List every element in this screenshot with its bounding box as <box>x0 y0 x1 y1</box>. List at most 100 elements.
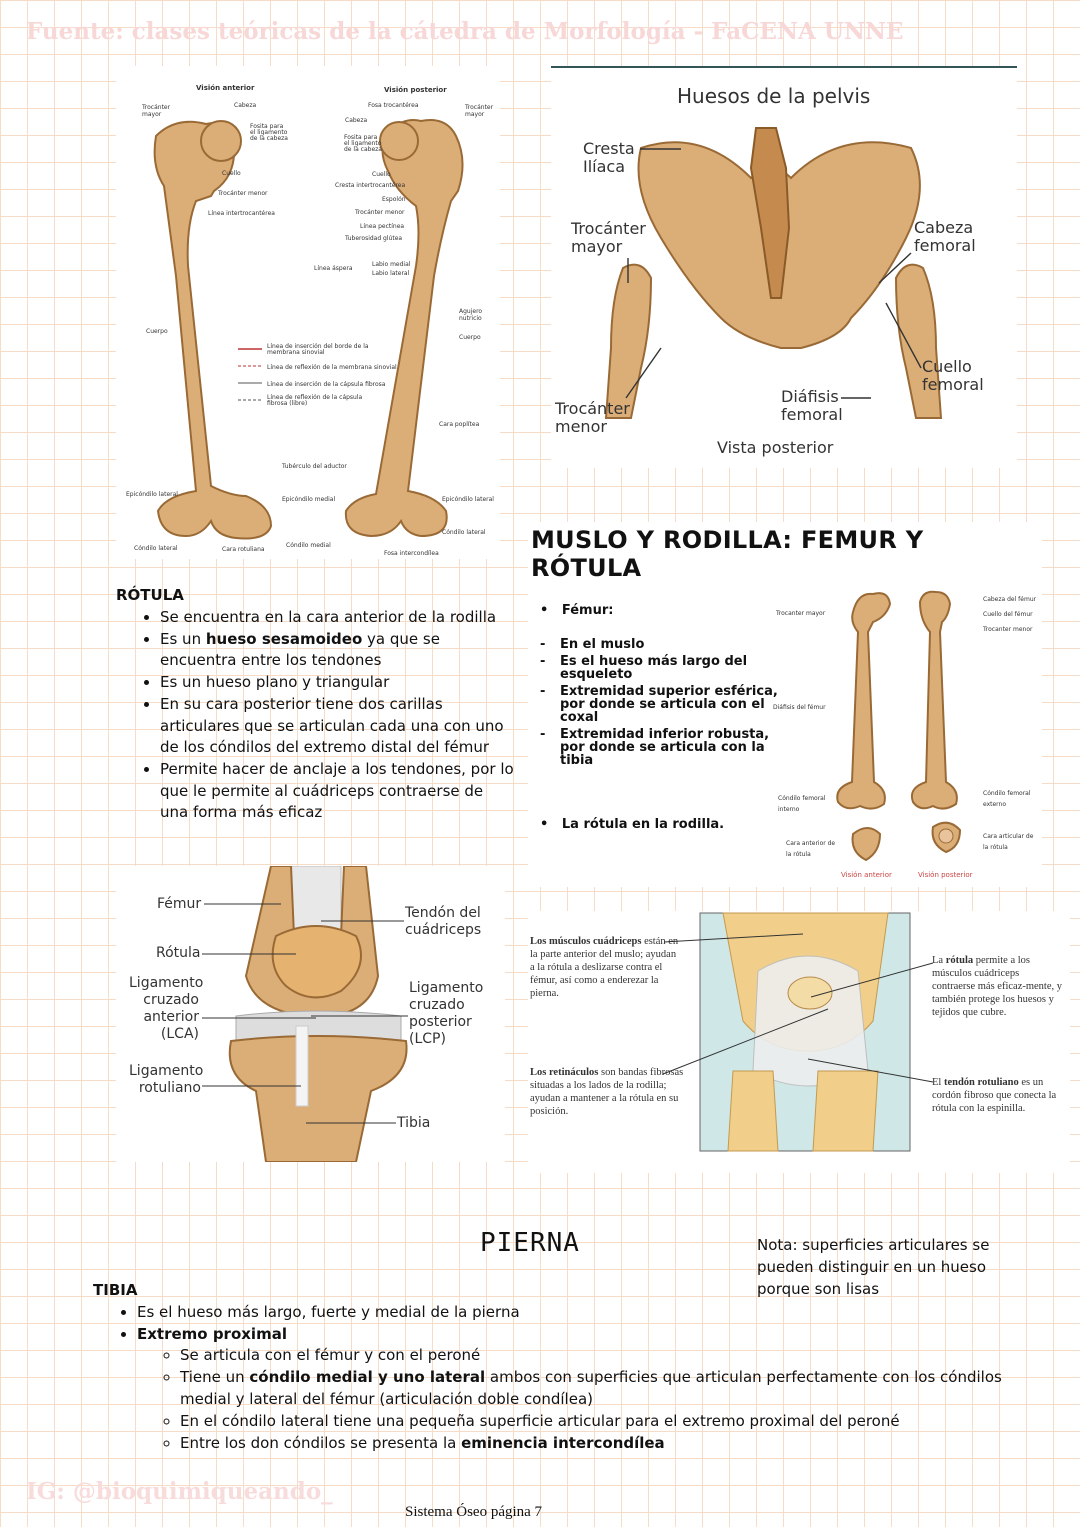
knee-label: Ligamento rotuliano <box>129 1063 204 1096</box>
femur-label: Cuerpo <box>146 328 168 335</box>
list-item: Es un hueso sesamoideo ya que se encuent… <box>160 629 516 672</box>
instagram-handle: IG: @bioquimiqueando_ <box>26 1478 333 1505</box>
femur-slide-label: Cara articular de la rótula <box>983 833 1034 851</box>
femur-label: Trocánter mayor <box>465 104 494 118</box>
femur-slide-caption: Visión posterior <box>918 871 973 879</box>
pelvis-figure: Huesos de la pelvis Cresta Ilíaca Trocán… <box>551 66 1017 468</box>
femur-label: Fosa intercondílea <box>384 550 439 557</box>
pelvis-title: Huesos de la pelvis <box>677 84 871 108</box>
knee-label: Tibia <box>397 1115 431 1131</box>
femur-label: Cabeza <box>234 102 257 109</box>
femur-label: Cara rotuliana <box>222 546 265 553</box>
quad-note: Los músculos cuádriceps están en la part… <box>530 936 679 999</box>
tibia-list: Es el hueso más largo, fuerte y medial d… <box>93 1302 1023 1455</box>
femur-bullet: • Fémur: <box>540 603 614 618</box>
femur-slide: MUSLO Y RODILLA: FEMUR Y RÓTULA • Fémur:… <box>528 522 1042 887</box>
tibia-sublist: Se articula con el fémur y con el peroné… <box>137 1345 1023 1454</box>
tibia-section: TIBIA Es el hueso más largo, fuerte y me… <box>93 1280 1023 1454</box>
legend-item: Línea de inserción de la cápsula fibrosa <box>267 381 386 388</box>
femur-label: Cara poplítea <box>439 421 480 428</box>
pelvis-label: Trocánter mayor <box>571 219 646 256</box>
quad-note: El tendón rotuliano es un cordón fibroso… <box>932 1077 1057 1114</box>
view-anterior-label: Visión anterior <box>196 84 255 92</box>
rotula-list: Se encuentra en la cara anterior de la r… <box>116 607 516 824</box>
femur-label: Cuerpo <box>459 334 481 341</box>
thigh-heading: MUSLO Y RODILLA: FEMUR Y RÓTULA <box>531 526 924 582</box>
femur-slide-label: Trocanter menor <box>983 626 1033 633</box>
femur-label: Cuello <box>222 170 241 177</box>
quad-note: Los retináculos son bandas fibrosas situ… <box>530 1067 684 1117</box>
knee-label: Ligamento cruzado posterior (LCP) <box>409 980 484 1047</box>
list-item: En su cara posterior tiene dos carillas … <box>160 694 516 759</box>
femur-slide-label: Cóndilo femoral interno <box>778 795 826 813</box>
pierna-title: PIERNA <box>480 1228 580 1258</box>
femur-slide-label: Diáfisis del fémur <box>773 704 826 711</box>
nota-text: Nota: superficies articulares se pueden … <box>757 1236 990 1298</box>
knee-label: Rótula <box>156 945 201 961</box>
view-posterior-label: Visión posterior <box>384 86 447 94</box>
femur-label: Trocánter menor <box>355 209 405 216</box>
list-item: Es un hueso plano y triangular <box>160 672 516 694</box>
page-footer: Sistema Óseo página 7 <box>405 1504 543 1520</box>
list-item: Es el hueso más largo, fuerte y medial d… <box>137 1302 1023 1324</box>
femur-label: Fosita para el ligamento de la cabeza <box>344 134 382 153</box>
knee-figure: Fémur Rótula Ligamento cruzado anterior … <box>116 866 505 1162</box>
femur-slide-label: Cuello del fémur <box>983 611 1033 618</box>
quadriceps-illustration <box>662 912 934 1152</box>
pelvis-label: Cuello femoral <box>922 357 984 394</box>
femur-label: Agujero nutricio <box>459 308 483 322</box>
femur-figure: Visión anterior Visión posterior Trocánt… <box>116 66 500 559</box>
tibia-title: TIBIA <box>93 1281 138 1299</box>
list-item: Extremo proximal Se articula con el fému… <box>137 1324 1023 1455</box>
femur-label: Cóndilo lateral <box>134 545 178 552</box>
pelvis-label: Trocánter menor <box>555 399 630 436</box>
femur-label: Epicóndilo lateral <box>442 496 494 503</box>
femur-label: Tuberosidad glútea <box>345 235 403 242</box>
femur-slide-label: Cara anterior de la rótula <box>786 840 836 858</box>
femur-label: Fosita para el ligamento de la cabeza <box>250 123 288 142</box>
list-item: En el cóndilo lateral tiene una pequeña … <box>180 1411 1023 1433</box>
list-item: Entre los don cóndilos se presenta la em… <box>180 1433 1023 1455</box>
femur-label: Línea áspera <box>314 265 353 272</box>
list-item: Tiene un cóndilo medial y uno lateral am… <box>180 1367 1023 1411</box>
femur-label: Epicóndilo medial <box>282 496 336 503</box>
femur-slide-label: Trocanter mayor <box>776 610 826 617</box>
femur-label: Fosa trocantérea <box>368 102 419 109</box>
femur-label: Espolón <box>382 196 406 203</box>
femur-label: Trocánter mayor <box>142 104 171 118</box>
femur-slide-label: Cóndilo femoral externo <box>983 790 1031 808</box>
list-item: Se encuentra en la cara anterior de la r… <box>160 607 516 629</box>
femur-dash-list: -En el muslo -Es el hueso más largo del … <box>540 637 778 768</box>
list-item: Se articula con el fémur y con el peroné <box>180 1345 1023 1367</box>
legend-item: Línea de reflexión de la membrana sinovi… <box>267 364 397 371</box>
femur-label: Cóndilo medial <box>286 542 331 549</box>
knee-illustration <box>202 866 408 1162</box>
femur-label: Labio medial <box>372 261 411 268</box>
femur-slide-label: Cabeza del fémur <box>983 596 1037 603</box>
knee-label: Fémur <box>157 896 202 912</box>
pelvis-illustration <box>604 127 943 419</box>
femur-label: Línea intertrocantérea <box>208 210 275 217</box>
femur-label: Tubérculo del aductor <box>282 463 347 470</box>
femur-label: Trocánter menor <box>218 190 268 197</box>
pelvis-caption: Vista posterior <box>717 438 834 457</box>
knee-label: Ligamento cruzado anterior (LCA) <box>129 975 204 1042</box>
pelvis-label: Cresta Ilíaca <box>583 139 635 176</box>
femur-label: Cuello <box>372 171 391 178</box>
pelvis-label: Diáfisis femoral <box>781 387 843 424</box>
femur-label: Cabeza <box>345 117 368 124</box>
femur-label: Labio lateral <box>372 270 410 277</box>
femur-label: Epicóndilo lateral <box>126 491 178 498</box>
rotula-section: RÓTULA Se encuentra en la cara anterior … <box>116 586 516 824</box>
femur-illustration <box>153 119 464 540</box>
legend-item: Línea de reflexión de la cápsula fibrosa… <box>267 394 363 407</box>
pelvis-label: Cabeza femoral <box>914 218 976 255</box>
femur-label: Cóndilo lateral <box>442 529 486 536</box>
femur-label: Cresta intertrocantérea <box>335 182 406 189</box>
rotula-title: RÓTULA <box>116 586 184 604</box>
quadriceps-figure: Los músculos cuádriceps están en la part… <box>528 911 1070 1173</box>
list-item: Permite hacer de anclaje a los tendones,… <box>160 759 516 824</box>
femur-slide-caption: Visión anterior <box>841 871 892 879</box>
femur-label: Línea pectínea <box>360 223 405 230</box>
knee-label: Tendón del cuádriceps <box>405 905 482 938</box>
